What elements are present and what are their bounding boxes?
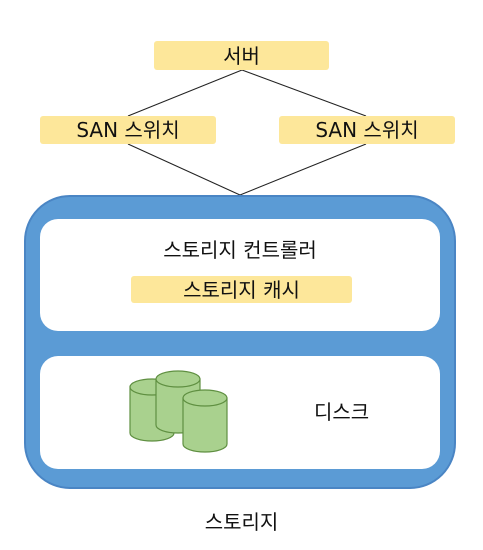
san-switch-left-label: SAN 스위치: [76, 118, 180, 142]
san-switch-left: SAN 스위치: [40, 116, 216, 144]
storage-controller-label: 스토리지 컨트롤러: [163, 238, 317, 262]
disk-cylinder-icon: [182, 389, 228, 453]
disk-label: 디스크: [314, 400, 370, 424]
storage-cache-box: 스토리지 캐시: [131, 276, 352, 303]
san-switch-right: SAN 스위치: [279, 116, 455, 144]
connector-server-to-switch-right: [241, 69, 367, 117]
storage-label: 스토리지: [204, 510, 279, 534]
connector-server-to-switch-left: [127, 69, 243, 117]
connector-switch-left-to-storage: [127, 143, 241, 196]
disk-panel: [40, 356, 440, 469]
san-switch-right-label: SAN 스위치: [315, 118, 419, 142]
server-box: 서버: [154, 41, 329, 70]
storage-cache-label: 스토리지 캐시: [183, 277, 300, 302]
server-label: 서버: [223, 43, 260, 68]
storage-controller-panel: [40, 219, 440, 331]
connector-switch-right-to-storage: [239, 143, 367, 196]
